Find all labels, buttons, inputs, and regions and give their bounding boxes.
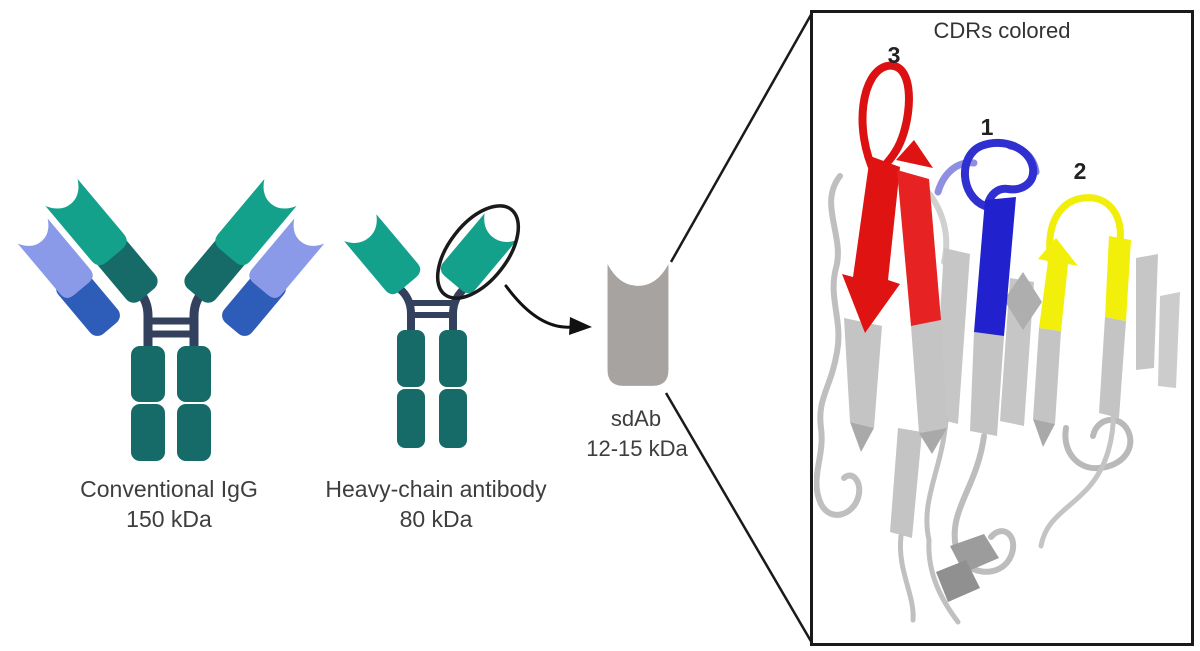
hcab-hinge: [388, 277, 470, 337]
hcab-vhh-right: [437, 213, 517, 297]
cdr3-number-label: 3: [887, 42, 901, 68]
igg-name-label: Conventional IgG: [80, 476, 258, 502]
hcab-name-label: Heavy-chain antibody: [325, 476, 547, 502]
sdab-ribbon-diagram: [814, 61, 1180, 625]
cdr2-loop: [1038, 194, 1131, 331]
igg-mass-label: 150 kDa: [126, 506, 212, 532]
vhh-highlight-ellipse: [435, 204, 521, 300]
hcab-vhh-left: [344, 214, 424, 298]
conventional-igg-illustration: [17, 178, 325, 461]
hcab-mass-label: 80 kDa: [399, 506, 473, 532]
hcab-fc-stem: [397, 330, 467, 448]
igg-fc-stem: [131, 346, 211, 461]
cdr3-loop: [842, 61, 941, 333]
zoom-projection-lines: [664, 12, 814, 644]
cdr1-loop: [934, 138, 1040, 336]
framework-ribbons: [814, 173, 1180, 625]
sdab-name-label: sdAb: [610, 406, 662, 431]
sdab-mass-label: 12-15 kDa: [586, 436, 688, 461]
sdab-illustration: [607, 264, 669, 386]
curved-arrow-icon: [504, 284, 592, 335]
cdr2-number-label: 2: [1073, 158, 1087, 184]
cdr1-number-label: 1: [980, 114, 994, 140]
inset-title: CDRs colored: [933, 18, 1071, 43]
heavy-chain-antibody-illustration: [344, 204, 521, 448]
